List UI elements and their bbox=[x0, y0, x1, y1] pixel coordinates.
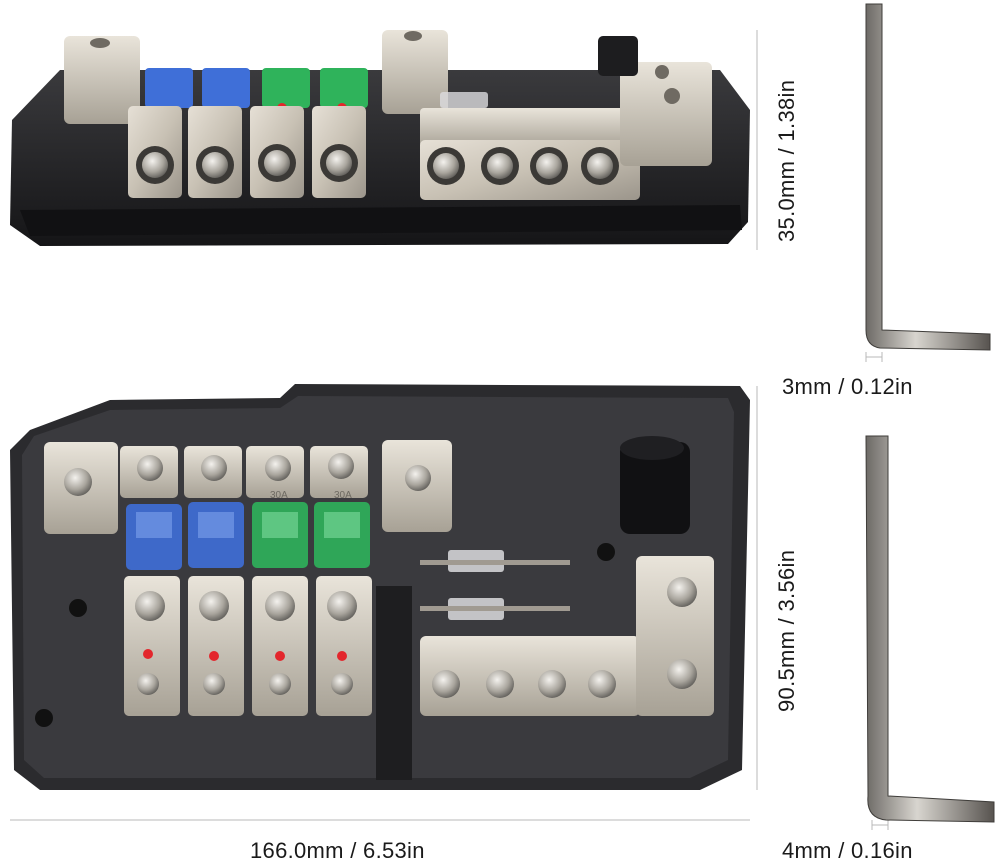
led-indicator bbox=[337, 651, 347, 661]
ground-bar-top bbox=[420, 62, 712, 200]
led-indicator bbox=[143, 649, 153, 659]
fuse-terminal-row bbox=[124, 576, 372, 716]
bottom-view-block: 30A 30A bbox=[10, 384, 750, 790]
fuse-green-1 bbox=[262, 68, 310, 108]
fuse-rating-label: 30A bbox=[270, 490, 288, 501]
fuse-rating-label: 30A bbox=[334, 490, 352, 501]
fuse-blue-1 bbox=[145, 68, 193, 108]
dimension-wrench-large: 4mm / 0.16in bbox=[782, 838, 913, 863]
dimension-length: 166.0mm / 6.53in bbox=[250, 838, 425, 863]
terminal-block-left bbox=[64, 36, 140, 124]
dimension-wrench-small: 3mm / 0.12in bbox=[782, 374, 913, 399]
front-terminal-row bbox=[128, 106, 366, 198]
dimension-height-top: 35.0mm / 1.38in bbox=[774, 79, 799, 242]
ground-bar-bottom bbox=[420, 556, 714, 716]
dimension-height-bottom: 90.5mm / 3.56in bbox=[774, 549, 799, 712]
hex-wrench-small bbox=[865, 3, 991, 351]
mini-fuse-clear bbox=[440, 92, 488, 108]
hex-wrench-large bbox=[865, 435, 995, 823]
led-indicator bbox=[209, 651, 219, 661]
fuse-green-2 bbox=[320, 68, 368, 108]
fuse-blue-2 bbox=[202, 68, 250, 108]
dimension-lines bbox=[10, 30, 889, 830]
terminal-block-mid bbox=[382, 30, 448, 114]
top-view-block bbox=[10, 30, 750, 246]
led-indicator bbox=[275, 651, 285, 661]
